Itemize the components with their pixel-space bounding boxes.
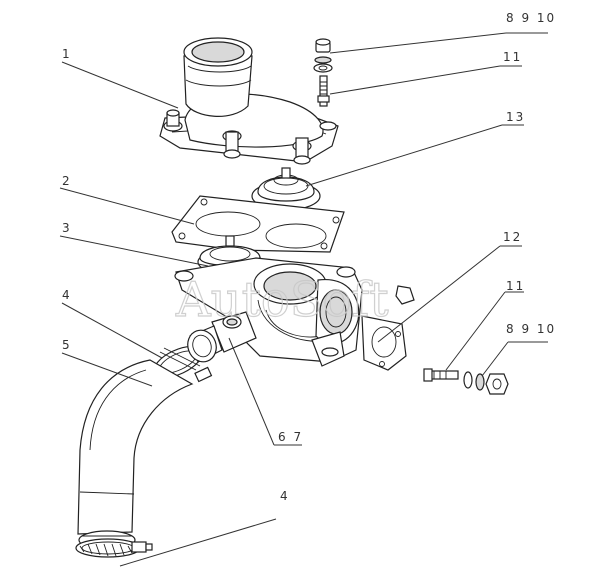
leader-1 [61,61,179,109]
leader-6-7 [228,337,275,446]
part-2-gasket [171,195,345,253]
watermark-text: AutoSoft [175,272,389,328]
part-8-9-10-nut-washers-top [313,38,333,73]
callout-13: 13 [506,110,525,124]
part-5-curved-hose [77,359,194,550]
callout-labels: 1 2 3 4 5 6 7 4 8 9 10 11 13 12 11 8 9 1… [62,11,556,503]
callout-5: 5 [62,338,72,352]
callout-8-9-10-top: 8 9 10 [506,11,556,25]
leader-2 [59,187,195,225]
callout-2: 2 [62,174,72,188]
part-6-7-nipple [187,325,223,363]
part-4-hose-clamp-bottom [75,538,153,558]
leader-13 [305,124,524,187]
leader-11-right [445,291,524,371]
leader-3 [59,235,209,267]
callout-6-7: 6 7 [278,430,303,444]
callout-11-right: 11 [506,279,525,293]
leader-11-top [329,65,522,95]
callout-12: 12 [503,230,522,244]
leader-4-top [61,302,163,359]
part-1-housing-cover [159,37,339,165]
part-12-flange-gasket [361,315,407,371]
callout-1: 1 [62,47,72,61]
leader-12 [377,245,522,343]
part-8-9-10-nut-washers-right [463,371,509,395]
leader-8-9-10-top [329,32,548,54]
part-1-bolt-boss [163,109,337,165]
callout-3: 3 [62,221,72,235]
part-11-stud-top [317,75,330,107]
leader-lines [59,32,548,567]
leader-5 [61,352,153,387]
callout-4-top: 4 [62,288,72,302]
part-11-stud-right [423,368,459,382]
callout-4-bottom: 4 [280,489,290,503]
callout-11-top: 11 [503,50,522,64]
leader-4-bottom [119,518,277,567]
callout-8-9-10-right: 8 9 10 [506,322,556,336]
main-housing-body [174,257,415,367]
leader-8-9-10-right [481,341,548,377]
